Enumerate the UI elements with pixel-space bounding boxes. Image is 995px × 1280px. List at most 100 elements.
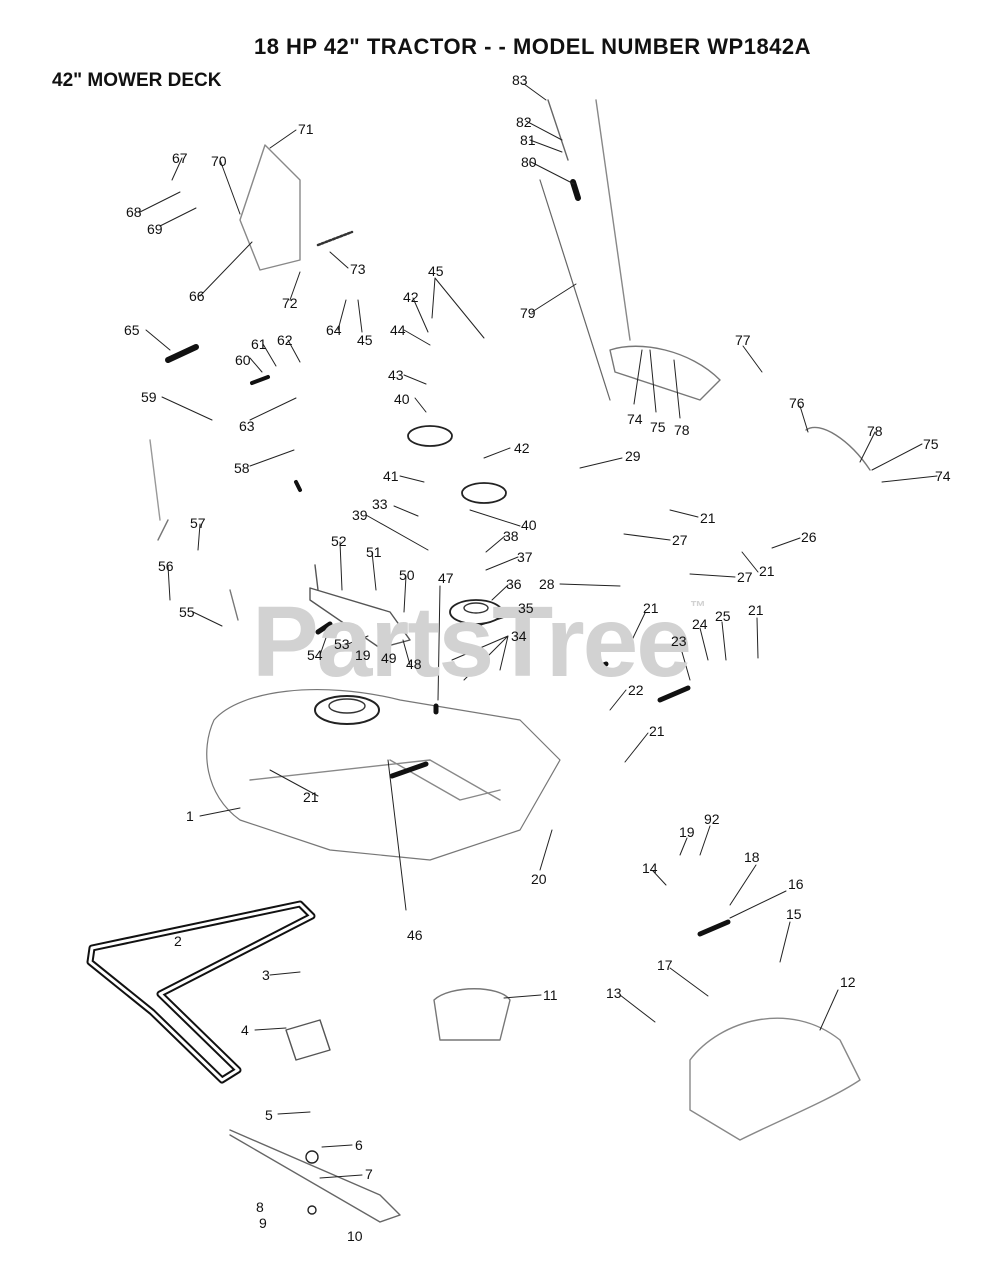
part-callout-41: 41	[383, 468, 399, 484]
part-callout-45: 45	[428, 263, 444, 279]
part-callout-3: 3	[262, 967, 270, 983]
part-callout-61: 61	[251, 336, 267, 352]
part-callout-58: 58	[234, 460, 250, 476]
part-callout-62: 62	[277, 332, 293, 348]
part-callout-40: 40	[394, 391, 410, 407]
part-callout-70: 70	[211, 153, 227, 169]
part-callout-21: 21	[748, 602, 764, 618]
part-callout-15: 15	[786, 906, 802, 922]
part-callout-76: 76	[789, 395, 805, 411]
watermark-tm: ™	[689, 599, 706, 616]
part-callout-25: 25	[715, 608, 731, 624]
part-callout-44: 44	[390, 322, 406, 338]
part-callout-38: 38	[503, 528, 519, 544]
part-callout-9: 9	[259, 1215, 267, 1231]
part-callout-75: 75	[650, 419, 666, 435]
part-callout-12: 12	[840, 974, 856, 990]
part-callout-21: 21	[700, 510, 716, 526]
part-callout-13: 13	[606, 985, 622, 1001]
part-callout-42: 42	[403, 289, 419, 305]
part-callout-24: 24	[692, 616, 708, 632]
part-callout-23: 23	[671, 633, 687, 649]
part-callout-67: 67	[172, 150, 188, 166]
part-callout-53: 53	[334, 636, 350, 652]
mower-deck-outline	[206, 689, 561, 861]
part-callout-36: 36	[506, 576, 522, 592]
part-callout-59: 59	[141, 389, 157, 405]
section-subtitle: 42" MOWER DECK	[52, 70, 222, 91]
part-callout-27: 27	[737, 569, 753, 585]
part-callout-11: 11	[543, 987, 558, 1003]
spring-54	[315, 621, 333, 635]
part-callout-54: 54	[307, 647, 323, 663]
part-callout-10: 10	[347, 1228, 363, 1244]
part-callout-46: 46	[407, 927, 423, 943]
part-callout-26: 26	[801, 529, 817, 545]
partstree-watermark: PartsTree™	[252, 585, 706, 700]
part-callout-37: 37	[517, 549, 533, 565]
part-callout-60: 60	[235, 352, 251, 368]
part-callout-66: 66	[189, 288, 205, 304]
part-callout-16: 16	[788, 876, 804, 892]
page-title: 18 HP 42" TRACTOR - - MODEL NUMBER WP184…	[253, 34, 812, 59]
idler-pulley-upper	[407, 425, 453, 447]
part-callout-17: 17	[657, 957, 673, 973]
part-callout-77: 77	[735, 332, 751, 348]
part-callout-51: 51	[366, 544, 382, 560]
part-callout-92: 92	[704, 811, 720, 827]
spindle-housing	[433, 988, 511, 1041]
part-callout-82: 82	[516, 114, 532, 130]
part-callout-7: 7	[365, 1166, 373, 1182]
spring-16	[697, 919, 731, 937]
part-callout-21: 21	[759, 563, 775, 579]
part-callout-6: 6	[355, 1137, 363, 1153]
part-callout-5: 5	[265, 1107, 273, 1123]
part-callout-21: 21	[649, 723, 665, 739]
part-callout-4: 4	[241, 1022, 249, 1038]
lift-link	[539, 179, 611, 401]
part-callout-65: 65	[124, 322, 140, 338]
part-callout-40: 40	[521, 517, 537, 533]
idler-bracket	[309, 587, 411, 649]
part-callout-27: 27	[672, 532, 688, 548]
watermark-text: PartsTree	[252, 586, 692, 698]
part-callout-80: 80	[521, 154, 537, 170]
part-callout-69: 69	[147, 221, 163, 237]
part-callout-29: 29	[625, 448, 641, 464]
part-callout-57: 57	[190, 515, 206, 531]
part-callout-83: 83	[512, 72, 528, 88]
rear-bracket	[609, 345, 721, 401]
part-callout-81: 81	[520, 132, 536, 148]
spring-46	[389, 761, 429, 779]
part-callout-28: 28	[539, 576, 555, 592]
part-callout-34: 34	[511, 628, 527, 644]
part-callout-49: 49	[381, 650, 397, 666]
part-callout-43: 43	[388, 367, 404, 383]
part-callout-21: 21	[303, 789, 319, 805]
part-callout-14: 14	[642, 860, 658, 876]
part-callout-18: 18	[744, 849, 760, 865]
part-callout-74: 74	[935, 468, 951, 484]
part-callout-2: 2	[174, 933, 182, 949]
part-callout-22: 22	[628, 682, 644, 698]
part-callout-78: 78	[674, 422, 690, 438]
spring-22	[657, 685, 691, 703]
part-callout-68: 68	[126, 204, 142, 220]
part-callout-79: 79	[520, 305, 536, 321]
part-callout-71: 71	[298, 121, 314, 137]
spring-65	[165, 344, 199, 363]
part-callout-19: 19	[355, 647, 371, 663]
part-callout-73: 73	[350, 261, 366, 277]
part-callout-39: 39	[352, 507, 368, 523]
part-callout-45: 45	[357, 332, 373, 348]
part-callout-55: 55	[179, 604, 195, 620]
part-callout-72: 72	[282, 295, 298, 311]
part-callout-1: 1	[186, 808, 194, 824]
part-callout-20: 20	[531, 871, 547, 887]
part-callout-19: 19	[679, 824, 695, 840]
part-callout-47: 47	[438, 570, 454, 586]
part-callout-78: 78	[867, 423, 883, 439]
part-callout-74: 74	[627, 411, 643, 427]
part-callout-33: 33	[372, 496, 388, 512]
